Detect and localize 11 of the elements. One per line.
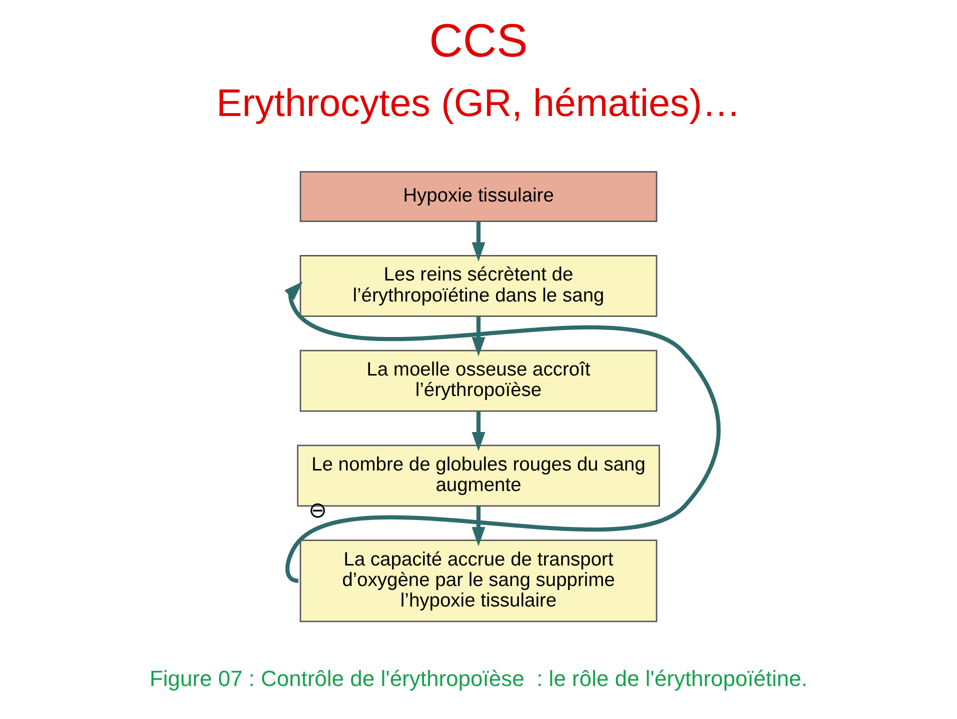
caption: Figure 07 : Contrôle de l'érythropoïèse : le rôle de l'érythropoïétine. xyxy=(150,666,808,691)
node-box: La moelle osseuse accroît l’érythropoïèse xyxy=(300,350,658,412)
arrow xyxy=(472,411,486,452)
node-box: Hypoxie tissulaire xyxy=(300,171,658,222)
node-box: La capacité accrue de transport d’oxygène par le sang supprime l’hypoxie tissulaire xyxy=(300,540,658,622)
arrow xyxy=(472,506,486,546)
label: Erythrocytes (GR, hématies)… xyxy=(216,82,741,125)
diagram-title: CCS xyxy=(429,14,528,67)
arrow xyxy=(472,222,486,262)
arrow xyxy=(472,316,486,356)
node-box: Les reins sécrètent de l’érythropoïétine dans le sang xyxy=(300,255,658,317)
